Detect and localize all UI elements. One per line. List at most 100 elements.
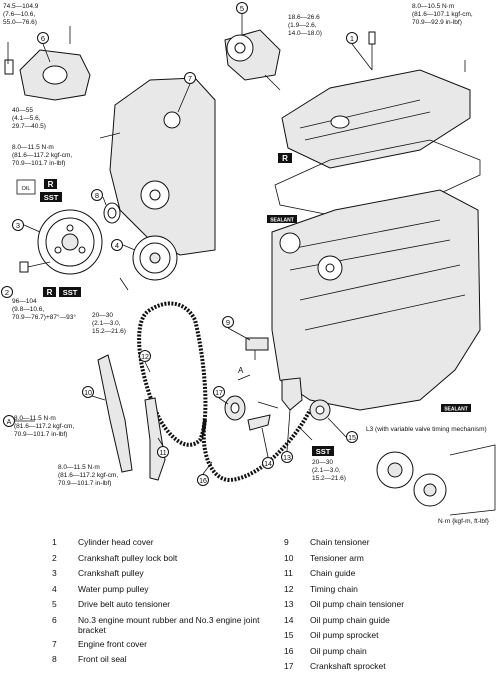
legend-item-text: Crankshaft pulley lock bolt (78, 552, 178, 563)
legend-item-text: Oil pump chain (310, 645, 367, 656)
svg-text:20—30: 20—30 (312, 459, 333, 466)
svg-text:8: 8 (95, 191, 99, 200)
svg-text:2: 2 (5, 288, 9, 297)
torque-spec-6: 96—104 (9.8—10.6, 70.9—76.7)+87°—93° (12, 298, 76, 321)
svg-text:20—30: 20—30 (92, 312, 113, 319)
chain-tensioner (245, 337, 269, 360)
svg-text:R: R (48, 180, 54, 189)
svg-text:SEALANT: SEALANT (270, 218, 294, 224)
svg-text:3: 3 (16, 221, 20, 230)
legend-item-text: Engine front cover (78, 638, 147, 649)
callout-a-marker: A (238, 366, 244, 375)
crankshaft-sprocket (224, 395, 246, 421)
torque-spec-3: 8.0—10.5 N·m (81.6—107.1 kgf-cm, 70.9—92… (412, 3, 473, 26)
svg-text:SST: SST (44, 193, 59, 202)
legend-item-text: No.3 engine mount rubber and No.3 engine… (78, 614, 260, 635)
svg-text:5: 5 (240, 4, 244, 13)
svg-text:(81.6—117.2 kgf-cm,: (81.6—117.2 kgf-cm, (58, 472, 118, 479)
svg-text:7: 7 (188, 74, 192, 83)
callout-3: 3 (12, 219, 24, 231)
legend-item-text: Oil pump chain guide (310, 614, 390, 625)
svg-text:11: 11 (159, 450, 166, 457)
legend-item-text: Cylinder head cover (78, 537, 154, 547)
callout-11: 11 (157, 446, 169, 458)
svg-text:(1.9—2.6,: (1.9—2.6, (288, 22, 317, 29)
svg-text:96—104: 96—104 (12, 298, 37, 305)
head-cover-gasket (274, 139, 481, 216)
callout-1: 1 (346, 32, 358, 44)
svg-text:SST: SST (63, 288, 78, 297)
svg-text:R: R (282, 154, 288, 163)
svg-text:8.0—11.5 N·m: 8.0—11.5 N·m (58, 464, 100, 471)
water-pump-pulley (132, 235, 178, 281)
torque-spec-4: 40—55 (4.1—5.6, 29.7—40.5) (12, 107, 46, 130)
crankshaft-pulley (37, 209, 103, 275)
legend-item-number: 8 (52, 654, 57, 664)
oil-pump-chain-tensioner (281, 377, 303, 411)
svg-text:10: 10 (84, 390, 92, 397)
legend-item: 13 Oil pump chain tensioner (284, 599, 500, 615)
svg-text:R: R (47, 288, 53, 297)
svg-text:15: 15 (348, 435, 356, 442)
exploded-engine-diagram: 74.5—104.9 (7.6—10.6, 55.0—76.6) 18.6—26… (1, 2, 496, 525)
chain-guide (144, 397, 166, 481)
r-badge-right: R (278, 153, 292, 163)
svg-text:(2.1—3.0,: (2.1—3.0, (92, 320, 121, 327)
legend-item: 16 Oil pump chain (284, 646, 500, 662)
svg-text:(9.8—10.6,: (9.8—10.6, (12, 306, 44, 313)
callout-8: 8 (91, 189, 103, 201)
legend-item-number: 16 (284, 645, 294, 656)
sealant-badge-3: SEALANT (441, 404, 471, 413)
legend-item: 11 Chain guide (284, 568, 500, 584)
callout-7: 7 (184, 72, 196, 84)
legend-item-text: Oil pump sprocket (310, 630, 379, 640)
callout-17: 17 (213, 386, 225, 398)
engine-block (271, 189, 481, 411)
callout-12: 12 (139, 350, 151, 362)
svg-text:70.9—101.7 in-lbf): 70.9—101.7 in-lbf) (58, 480, 111, 487)
legend-item-text: Crankshaft pulley (78, 568, 144, 578)
legend-item-text: Oil pump chain tensioner (310, 599, 405, 609)
legend-item-text: Chain guide (310, 568, 356, 578)
svg-text:40—55: 40—55 (12, 107, 33, 114)
svg-text:(81.6—107.1 kgf-cm,: (81.6—107.1 kgf-cm, (412, 11, 473, 18)
svg-text:17: 17 (215, 390, 223, 397)
svg-text:14: 14 (264, 461, 272, 468)
legend-item-text: Drive belt auto tensioner (78, 599, 171, 609)
torque-spec-5: 8.0—11.5 N·m (81.6—117.2 kgf-cm, 70.9—10… (12, 144, 72, 167)
legend-item-number: 13 (284, 599, 294, 609)
callout-a-label: A (3, 415, 15, 427)
legend-item-number: 1 (52, 537, 57, 547)
sst-badge-pump: SST (312, 446, 334, 456)
svg-text:4: 4 (115, 241, 119, 250)
svg-text:A: A (7, 419, 12, 426)
legend-item-number: 14 (284, 614, 294, 625)
legend-item-text: Crankshaft sprocket (310, 661, 386, 671)
svg-text:15.2—21.6): 15.2—21.6) (92, 328, 126, 335)
legend-item: 1 Cylinder head cover (52, 537, 278, 553)
svg-text:15.2—21.6): 15.2—21.6) (312, 475, 346, 482)
l3-note: L3 (with variable valve timing mechanism… (366, 426, 487, 433)
torque-spec-8: 8.0—11.5 N·m (81.6—117.2 kgf-cm, 70.9—10… (14, 415, 74, 438)
callout-9: 9 (222, 316, 234, 328)
svg-text:70.9—92.9 in-lbf): 70.9—92.9 in-lbf) (412, 19, 462, 26)
oil-seal-badges: OIL R SST (16, 179, 62, 202)
callout-16: 16 (197, 474, 209, 486)
legend-item-number: 11 (284, 568, 293, 578)
svg-text:1: 1 (350, 34, 354, 43)
svg-text:55.0—76.6): 55.0—76.6) (3, 19, 37, 26)
callout-5: 5 (236, 2, 248, 14)
legend-item-number: 4 (52, 583, 57, 594)
svg-text:(81.6—117.2 kgf-cm,: (81.6—117.2 kgf-cm, (12, 152, 72, 159)
units-note: N·m {kgf-m, ft-lbf} (438, 518, 490, 525)
